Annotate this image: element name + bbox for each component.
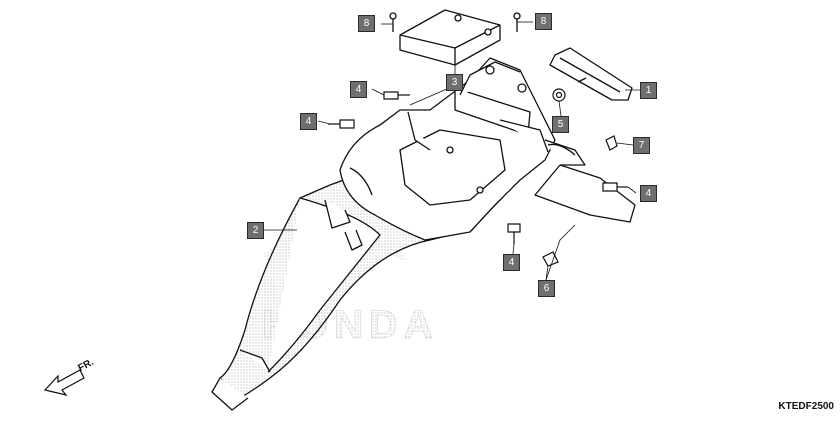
callout-3: 3: [446, 74, 463, 91]
rear-fender-main: [339, 57, 556, 241]
callout-4d: 4: [503, 254, 520, 271]
callout-6: 6: [538, 280, 555, 297]
callout-8a: 8: [358, 15, 375, 32]
callout-4b: 4: [300, 113, 317, 130]
callout-5: 5: [552, 116, 569, 133]
callout-2: 2: [247, 222, 264, 239]
front-direction-arrow: [43, 369, 85, 396]
license-bracket: [534, 139, 636, 223]
callout-4a: 4: [350, 81, 367, 98]
hardware-fasteners: [328, 88, 628, 267]
callout-8b: 8: [535, 13, 552, 30]
storage-cover: [389, 9, 521, 66]
reflector: [549, 47, 633, 101]
callout-4c: 4: [640, 185, 657, 202]
diagram-code: KTEDF2500: [778, 401, 834, 412]
callout-7: 7: [633, 137, 650, 154]
callout-1: 1: [640, 82, 657, 99]
